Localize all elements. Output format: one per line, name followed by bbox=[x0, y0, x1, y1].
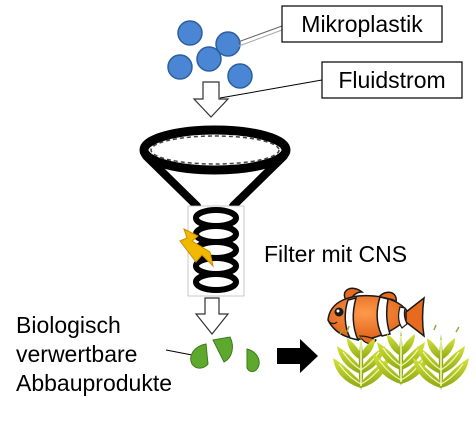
degradation-fragments-icon bbox=[190, 336, 260, 372]
degradation-products-label: Biologisch verwertbare Abbauprodukte bbox=[16, 312, 172, 396]
degradation-label-line3: Abbauprodukte bbox=[16, 370, 172, 396]
particle bbox=[227, 63, 253, 89]
microplastic-label: Mikroplastik bbox=[301, 11, 423, 37]
degradation-label-line1: Biologisch bbox=[16, 312, 121, 338]
fluid-flow-label: Fluidstrom bbox=[338, 67, 445, 93]
microplastic-leader-line bbox=[237, 25, 283, 43]
down-arrow-icon-2 bbox=[194, 297, 230, 335]
down-arrow-icon bbox=[192, 81, 230, 118]
particle bbox=[167, 54, 193, 80]
fragment bbox=[246, 348, 260, 372]
aquatic-plants-icon bbox=[332, 324, 470, 391]
fluid-flow-label-box: Fluidstrom bbox=[321, 61, 463, 99]
particle bbox=[215, 31, 241, 57]
right-arrow-icon bbox=[277, 339, 318, 373]
microplastic-particles bbox=[167, 20, 253, 89]
particle bbox=[196, 46, 222, 72]
fragment bbox=[190, 343, 209, 369]
degradation-leader-line bbox=[165, 349, 193, 356]
plant bbox=[372, 329, 430, 387]
fluid-leader-line bbox=[219, 79, 323, 99]
microplastic-leader-line-2 bbox=[238, 29, 283, 47]
microplastic-label-box: Mikroplastik bbox=[281, 5, 443, 43]
filter-label: Filter mit CNS bbox=[264, 241, 407, 267]
lightning-icon bbox=[179, 228, 214, 268]
funnel-filter-icon bbox=[139, 125, 291, 210]
degradation-label-line2: verwertbare bbox=[16, 341, 137, 367]
clownfish-icon bbox=[327, 287, 426, 345]
fragment bbox=[212, 336, 233, 363]
particle bbox=[177, 20, 203, 46]
